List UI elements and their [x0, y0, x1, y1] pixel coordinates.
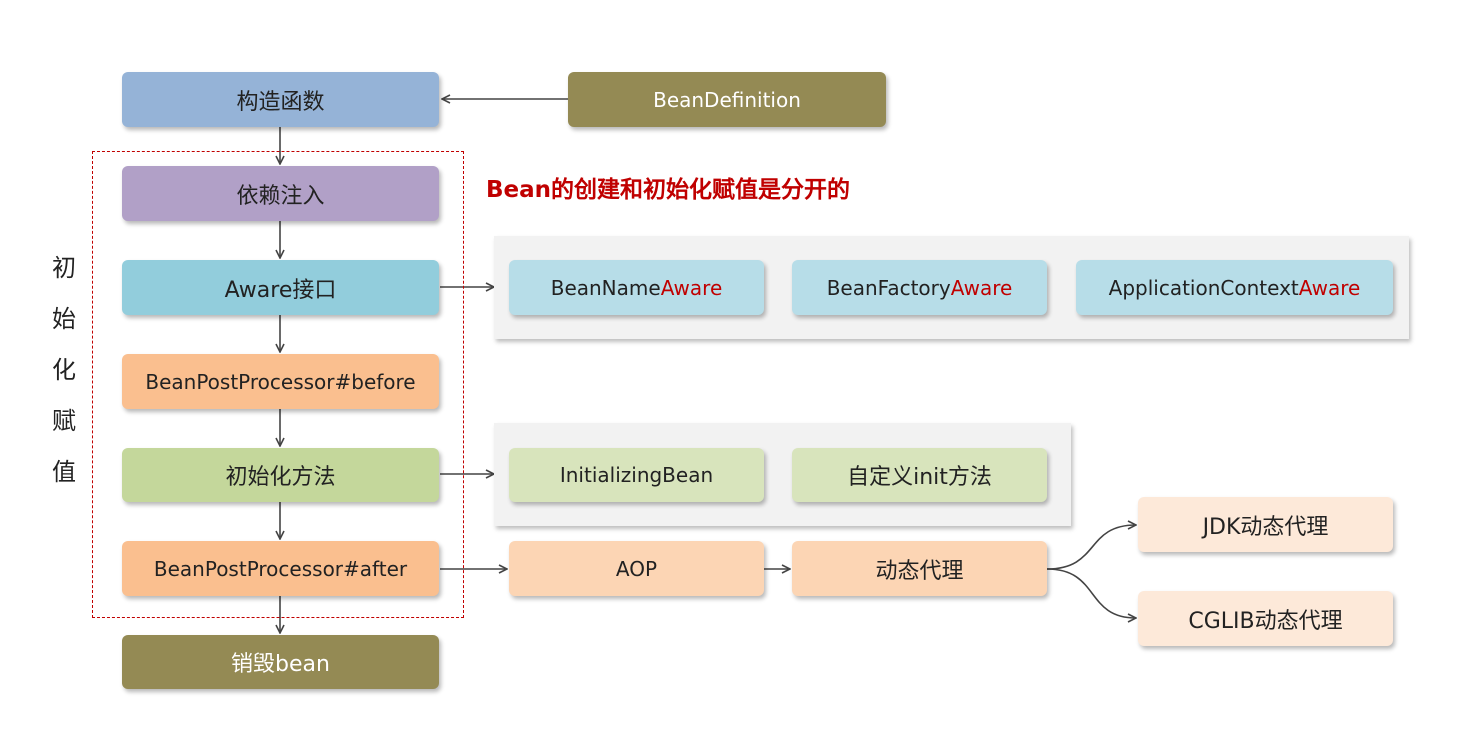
application-context-aware-suffix: Aware: [1298, 275, 1361, 300]
bpp-before-box: BeanPostProcessor#before: [122, 354, 439, 409]
jdk-proxy-box: JDK动态代理: [1138, 497, 1393, 552]
side-label-initialization: 初 始 化 赋 值: [46, 243, 82, 498]
dynamic-proxy-label: 动态代理: [875, 558, 964, 584]
cglib-proxy-box: CGLIB动态代理: [1138, 591, 1393, 646]
constructor-label: 构造函数: [236, 89, 325, 115]
bean-definition-box: BeanDefinition: [568, 72, 886, 127]
side-label-char: 初: [52, 254, 76, 282]
arrow-proxy-to-cglib: [1046, 568, 1136, 618]
application-context-aware-prefix: ApplicationContext: [1108, 275, 1299, 300]
destroy-bean-box: 销毁bean: [122, 635, 439, 689]
dependency-injection-box: 依赖注入: [122, 166, 439, 221]
constructor-box: 构造函数: [122, 72, 439, 127]
arrow-proxy-to-jdk: [1046, 525, 1136, 570]
bean-name-aware-suffix: Aware: [660, 275, 723, 300]
custom-init-method-box: 自定义init方法: [792, 448, 1047, 502]
aware-interface-label: Aware接口: [224, 277, 337, 303]
jdk-proxy-label: JDK动态代理: [1202, 514, 1329, 540]
initializing-bean-label: InitializingBean: [559, 463, 714, 487]
cglib-proxy-label: CGLIB动态代理: [1188, 608, 1343, 634]
bean-factory-aware-suffix: Aware: [950, 275, 1013, 300]
aop-label: AOP: [615, 556, 658, 581]
side-label-char: 赋: [52, 407, 76, 435]
bean-name-aware-prefix: BeanName: [550, 275, 661, 300]
bpp-after-box: BeanPostProcessor#after: [122, 541, 439, 596]
initializing-bean-box: InitializingBean: [509, 448, 764, 502]
initialization-group-border: [92, 151, 464, 618]
side-label-char: 值: [52, 458, 76, 486]
side-label-char: 始: [52, 305, 76, 333]
side-label-char: 化: [52, 356, 76, 384]
custom-init-method-label: 自定义init方法: [847, 465, 992, 490]
dynamic-proxy-box: 动态代理: [792, 541, 1047, 596]
dependency-injection-label: 依赖注入: [236, 183, 325, 209]
bean-definition-label: BeanDefinition: [653, 87, 801, 112]
aop-box: AOP: [509, 541, 764, 596]
creation-vs-init-note: Bean的创建和初始化赋值是分开的: [486, 177, 851, 203]
destroy-bean-label: 销毁bean: [231, 652, 330, 677]
init-method-label: 初始化方法: [225, 465, 336, 490]
aware-interface-box: Aware接口: [122, 260, 439, 315]
bpp-before-label: BeanPostProcessor#before: [145, 369, 416, 394]
bpp-after-label: BeanPostProcessor#after: [153, 556, 408, 581]
bean-factory-aware-prefix: BeanFactory: [826, 275, 951, 300]
init-method-box: 初始化方法: [122, 448, 439, 502]
